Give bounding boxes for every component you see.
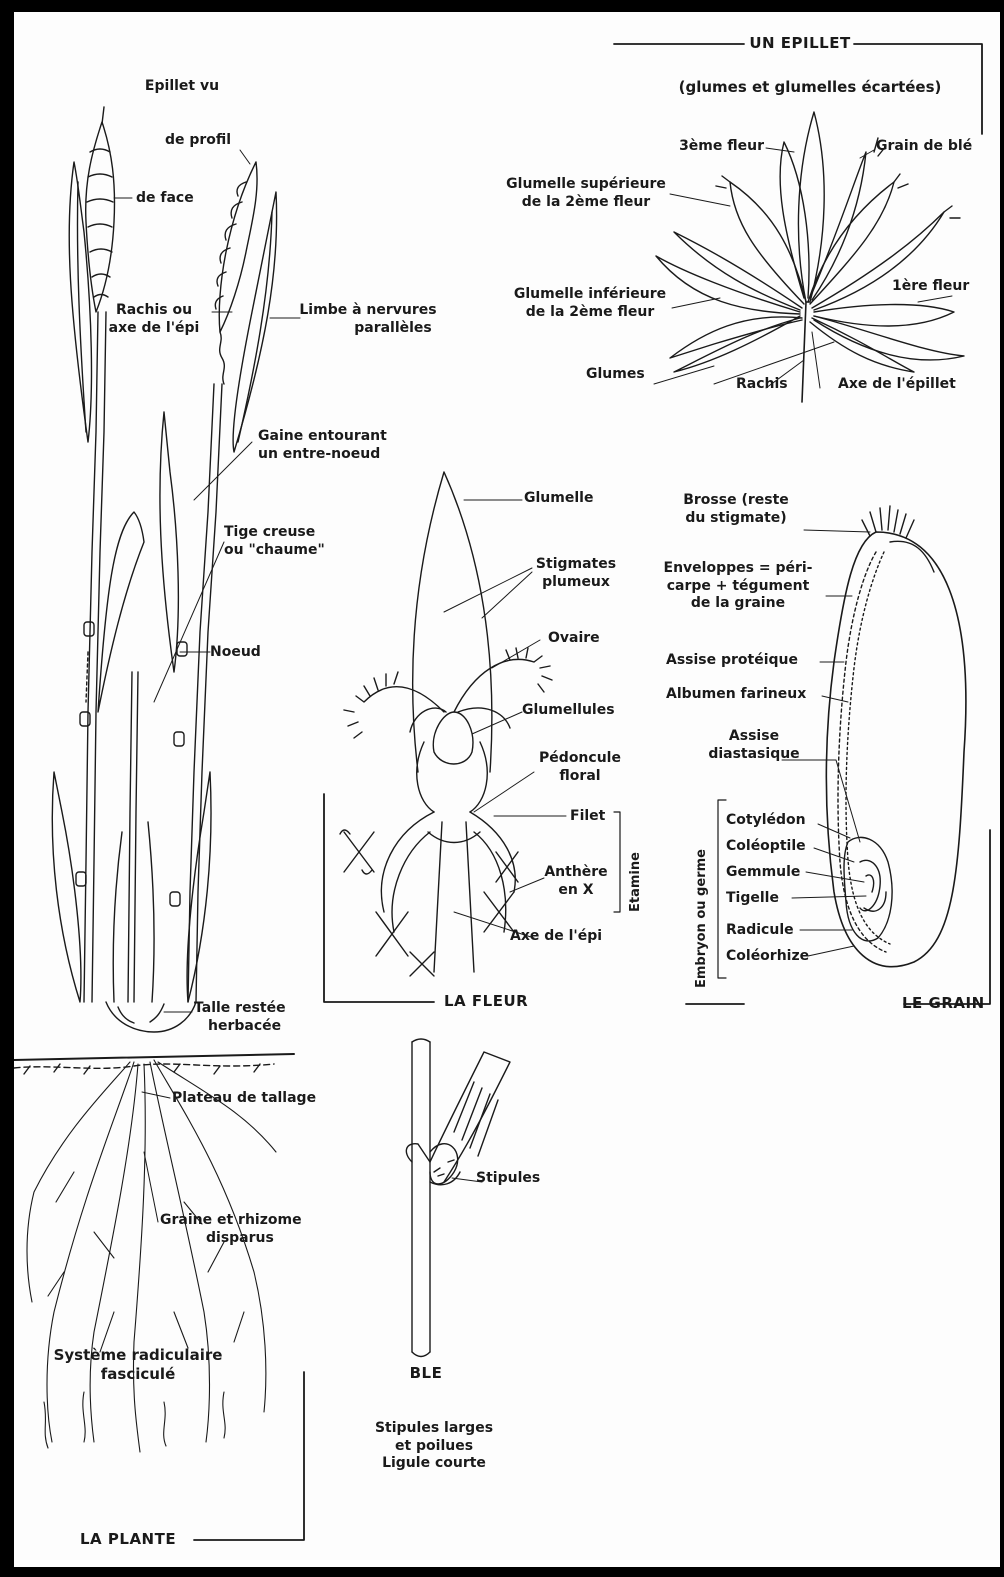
flower-drawing — [324, 472, 620, 1002]
label-axe-epillet: Axe de l'épillet — [838, 376, 956, 394]
label-glumelle-inf: Glumelle inférieure de la 2ème fleur — [514, 286, 666, 321]
label-de-face: de face — [136, 190, 194, 208]
label-filet: Filet — [570, 808, 605, 826]
label-coleorhize: Coléorhize — [726, 948, 809, 966]
label-anthere: Anthère en X — [544, 864, 607, 899]
label-1ere-fleur: 1ère fleur — [892, 278, 969, 296]
label-graine-rhizome: Graine et rhizome disparus — [160, 1212, 302, 1247]
label-limbe: Limbe à nervures parallèles — [299, 302, 436, 337]
label-glumes: Glumes — [586, 366, 645, 384]
spikelet-drawing — [614, 44, 982, 402]
diagram-sheet: Epillet vu de profil de face Rachis ou a… — [14, 12, 1000, 1567]
title-la-plante: LA PLANTE — [80, 1530, 176, 1549]
label-plant-rachis: Rachis ou axe de l'épi — [109, 302, 200, 337]
label-talle: Talle restée herbacée — [194, 1000, 286, 1035]
title-le-grain: LE GRAIN — [902, 994, 985, 1013]
label-epillet-vu: Epillet vu — [145, 78, 219, 96]
caption-ble: Stipules larges et poilues Ligule courte — [375, 1420, 493, 1473]
label-cotyledon: Cotylédon — [726, 812, 806, 830]
label-coleoptile: Coléoptile — [726, 838, 806, 856]
label-epillet-rachis: Rachis — [736, 376, 788, 394]
label-noeud: Noeud — [210, 644, 261, 662]
label-gemmule: Gemmule — [726, 864, 800, 882]
label-systeme: Système radiculaire fasciculé — [54, 1346, 223, 1384]
label-embryon: Embryon ou germe — [694, 849, 709, 988]
label-grain-de-ble: Grain de blé — [876, 138, 972, 156]
label-glumelle: Glumelle — [524, 490, 593, 508]
label-albumen: Albumen farineux — [666, 686, 806, 704]
wheat-illustration — [14, 12, 1000, 1567]
title-la-fleur: LA FLEUR — [444, 992, 528, 1011]
label-de-profil: de profil — [165, 132, 231, 150]
subtitle-epillet: (glumes et glumelles écartées) — [679, 78, 942, 97]
ear-front-view — [86, 107, 115, 312]
label-glumelle-sup: Glumelle supérieure de la 2ème fleur — [506, 176, 666, 211]
label-stigmates: Stigmates plumeux — [536, 556, 616, 591]
label-stipules: Stipules — [476, 1170, 540, 1188]
label-axe-epi: Axe de l'épi — [510, 928, 602, 946]
label-pedoncule: Pédoncule floral — [539, 750, 621, 785]
ble-stipules-drawing — [406, 1039, 510, 1357]
label-assise-diastasique: Assise diastasique — [708, 728, 799, 763]
label-radicule: Radicule — [726, 922, 794, 940]
label-gaine: Gaine entourant un entre-noeud — [258, 428, 387, 463]
label-3eme-fleur: 3ème fleur — [679, 138, 764, 156]
label-tige: Tige creuse ou "chaume" — [224, 524, 325, 559]
label-glumellules: Glumellules — [522, 702, 615, 720]
label-brosse: Brosse (reste du stigmate) — [683, 492, 789, 527]
label-etamine: Etamine — [628, 852, 643, 912]
label-assise-proteique: Assise protéique — [666, 652, 798, 670]
fibrous-roots — [27, 1060, 276, 1452]
title-ble: BLE — [410, 1364, 443, 1383]
ear-profile-view — [215, 162, 257, 384]
label-enveloppes: Enveloppes = péri- carpe + tégument de l… — [664, 560, 813, 613]
title-un-epillet: UN EPILLET — [749, 34, 850, 53]
label-ovaire: Ovaire — [548, 630, 600, 648]
label-tigelle: Tigelle — [726, 890, 779, 908]
label-plateau: Plateau de tallage — [172, 1090, 316, 1108]
